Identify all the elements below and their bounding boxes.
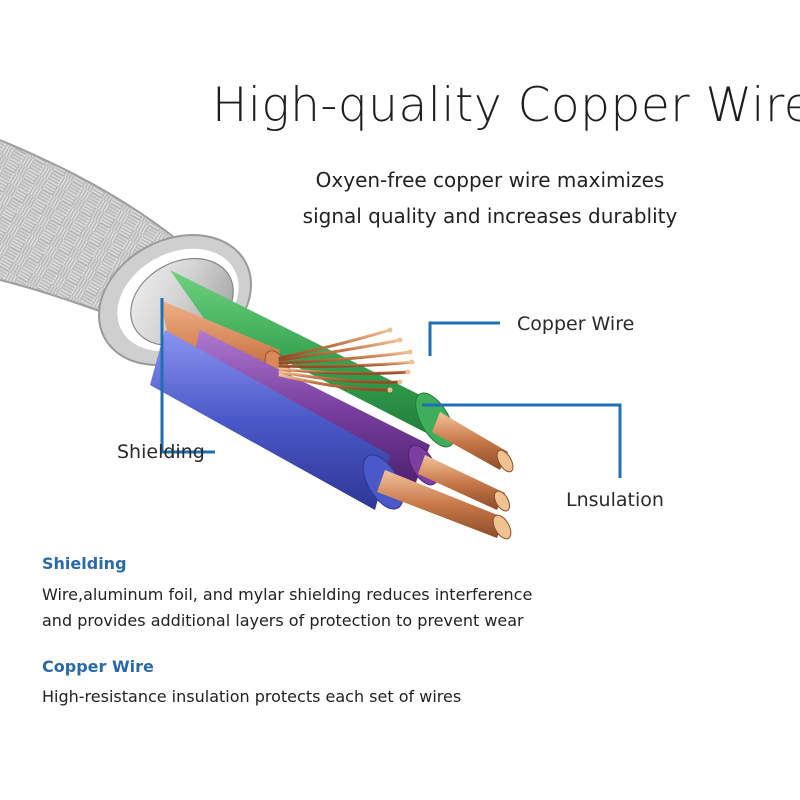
leader-lines <box>160 298 622 478</box>
page-title: High-quality Copper Wire <box>212 78 800 133</box>
section-shielding-text: Wire,aluminum foil, and mylar shielding … <box>42 582 532 634</box>
section-copper-line-1: High-resistance insulation protects each… <box>42 687 462 706</box>
insulated-wires <box>150 270 455 510</box>
callout-shielding: Shielding <box>117 441 205 463</box>
section-copper-text: High-resistance insulation protects each… <box>42 684 461 710</box>
section-shielding-title: Shielding <box>42 554 127 573</box>
copper-conductors <box>278 327 514 540</box>
subtitle-line-1: Oxyen-free copper wire maximizes <box>315 168 665 192</box>
leader-copper <box>428 321 500 356</box>
leader-shielding <box>160 298 215 454</box>
leader-insulation <box>422 403 622 478</box>
section-shielding-line-2: and provides additional layers of protec… <box>42 611 524 630</box>
callout-copper-wire: Copper Wire <box>517 313 635 335</box>
callout-insulation: Lnsulation <box>566 489 664 511</box>
section-copper-title: Copper Wire <box>42 657 154 676</box>
subtitle-line-2: signal quality and increases durablity <box>302 204 678 228</box>
section-shielding-line-1: Wire,aluminum foil, and mylar shielding … <box>42 585 533 604</box>
cable-cross-section-illustration <box>0 139 622 540</box>
